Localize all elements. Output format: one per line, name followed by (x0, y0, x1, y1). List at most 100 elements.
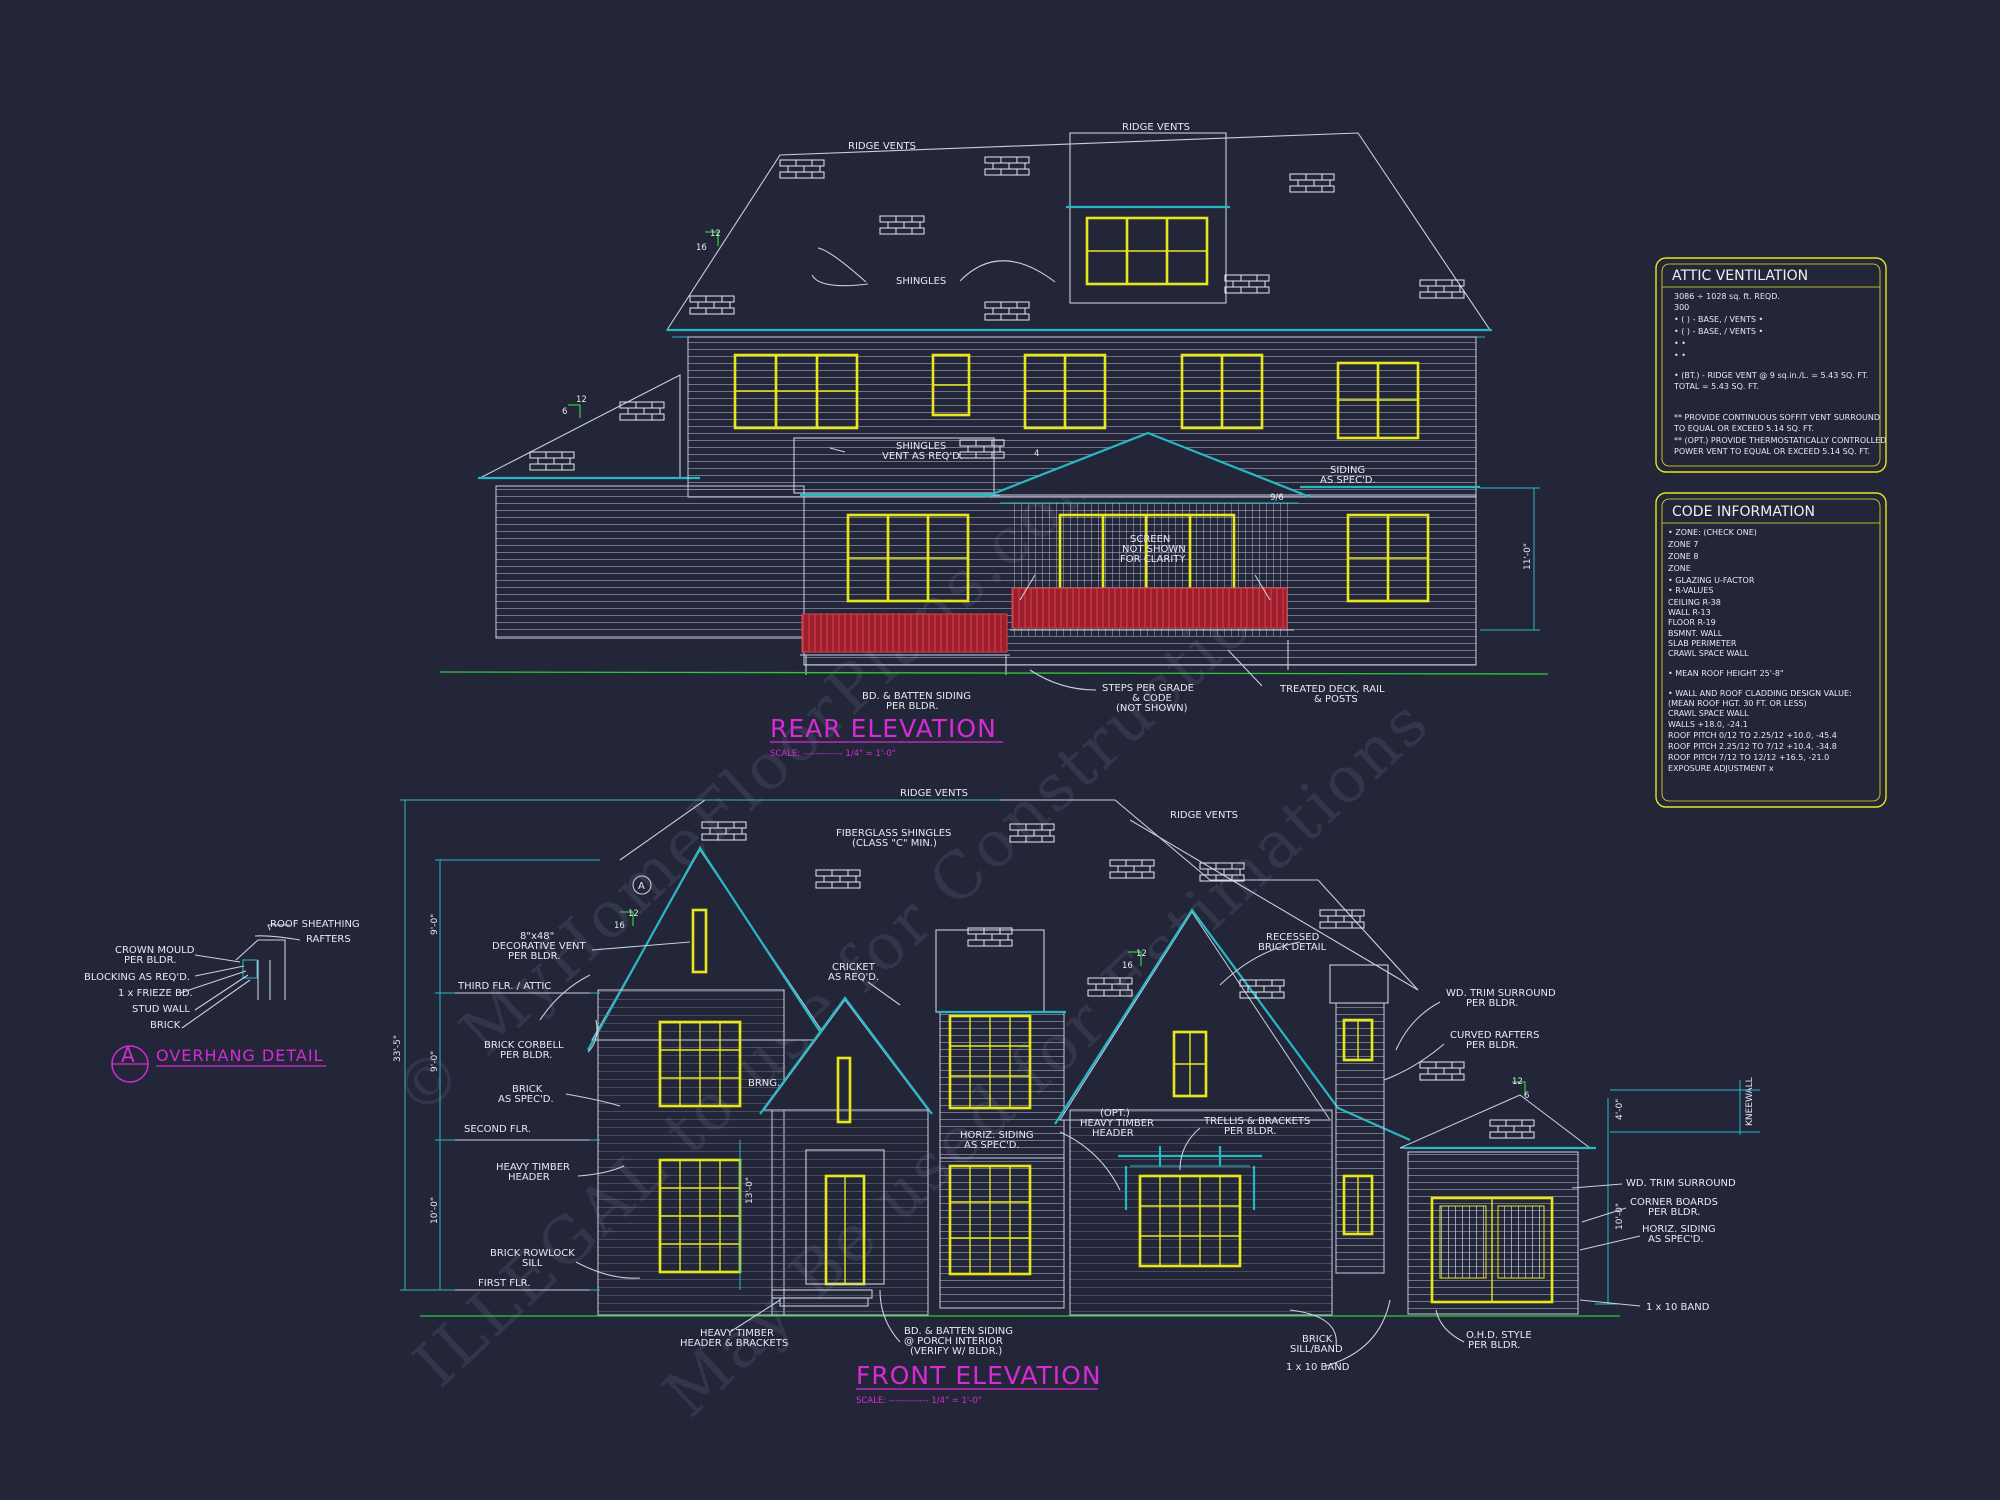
svg-text:CURVED RAFTERS: CURVED RAFTERS (1450, 1030, 1539, 1041)
svg-text:RECESSED: RECESSED (1266, 932, 1320, 943)
svg-text:(MEAN ROOF HGT. 30 FT. OR LESS: (MEAN ROOF HGT. 30 FT. OR LESS) (1668, 699, 1807, 708)
svg-text:• MEAN ROOF HEIGHT 25'-8": • MEAN ROOF HEIGHT 25'-8" (1668, 669, 1784, 678)
svg-text:12: 12 (576, 395, 587, 405)
attic-ventilation-lines: 3086 ÷ 1028 sq. ft. REQD. 300 • ( ) - BA… (1673, 292, 1886, 456)
front-floor-labels: THIRD FLR. / ATTIC SECOND FLR. FIRST FLR… (455, 981, 590, 1291)
svg-text:SIDING: SIDING (1330, 465, 1365, 476)
svg-text:PER BLDR.: PER BLDR. (1648, 1207, 1700, 1218)
svg-text:4'-0": 4'-0" (1615, 1099, 1625, 1120)
svg-text:1 x 10 BAND: 1 x 10 BAND (1286, 1362, 1350, 1373)
rear-main-roof (665, 132, 1492, 331)
svg-text:4: 4 (1034, 449, 1039, 459)
svg-text:10'-0": 10'-0" (430, 1197, 440, 1224)
svg-text:WALLS: WALLS +18.0, -24.1 (1668, 720, 1748, 729)
svg-text:6: 6 (1524, 1091, 1529, 1101)
svg-text:1 x 10 BAND: 1 x 10 BAND (1646, 1302, 1710, 1313)
svg-text:A: A (121, 1043, 136, 1067)
svg-text:TOTAL = 5.43 SQ. FT.: TOTAL = 5.43 SQ. FT. (1673, 382, 1759, 391)
overhang-detail-title: OVERHANG DETAIL (156, 1046, 323, 1065)
rear-deck-rail-left (801, 613, 1008, 653)
svg-text:EXPOSURE ADJUSTMENT x: EXPOSURE ADJUSTMENT x (1668, 764, 1774, 773)
rear-labels: RIDGE VENTS RIDGE VENTS SHINGLES SHINGLE… (848, 122, 1385, 714)
svg-text:6: 6 (562, 407, 567, 417)
svg-text:12: 12 (710, 229, 721, 239)
front-roof-outline (619, 799, 1419, 991)
svg-text:FIBERGLASS SHINGLES: FIBERGLASS SHINGLES (836, 828, 951, 839)
front-garage-wall (1407, 1151, 1579, 1315)
svg-text:RIDGE VENTS: RIDGE VENTS (900, 788, 968, 799)
svg-text:PER BLDR.: PER BLDR. (508, 951, 560, 962)
svg-text:AS SPEC'D.: AS SPEC'D. (1648, 1234, 1704, 1245)
code-information-title: CODE INFORMATION (1672, 504, 1815, 520)
svg-text:• R-VALUES: • R-VALUES (1668, 586, 1713, 595)
svg-text:SILL/BAND: SILL/BAND (1290, 1344, 1343, 1355)
svg-text:HEAVY TIMBER: HEAVY TIMBER (1080, 1118, 1154, 1129)
svg-text:12: 12 (1136, 949, 1147, 959)
svg-text:•: • • (1674, 339, 1686, 348)
svg-text:CEILING R-: CEILING R-38 (1668, 598, 1721, 607)
svg-text:BRNG.: BRNG. (748, 1078, 780, 1089)
attic-ventilation-title: ATTIC VENTILATION (1672, 268, 1808, 284)
svg-text:RIDGE VENTS: RIDGE VENTS (848, 141, 916, 152)
rear-garage-wing (495, 485, 805, 639)
svg-text:WALL R: WALL R-13 (1668, 608, 1711, 617)
svg-text:SECOND FLR.: SECOND FLR. (464, 1124, 531, 1135)
svg-text:O.H.D. STYLE: O.H.D. STYLE (1466, 1330, 1532, 1341)
svg-text:CRAWL SPACE WALL: CRAWL SPACE WALL (1668, 649, 1749, 658)
svg-text:CRICKET: CRICKET (832, 962, 876, 973)
svg-text:BRICK DETAIL: BRICK DETAIL (1258, 942, 1327, 953)
front-labels: RIDGE VENTS RIDGE VENTS FIBERGLASS SHING… (484, 788, 1736, 1373)
svg-text:SCALE: ------------- 1/4" = 1': SCALE: ------------- 1/4" = 1'-0" (856, 1396, 982, 1406)
svg-text:3086 ÷ 1028 sq. ft. REQD.: 3086 ÷ 1028 sq. ft. REQD. (1674, 292, 1780, 301)
rear-deck-rail-right (1011, 587, 1288, 629)
svg-text:NOT SHOWN: NOT SHOWN (1122, 544, 1186, 555)
svg-text:** (OPT.) PROVIDE THERMOSTATIC: ** (OPT.) PROVIDE THERMOSTATICALLY CONTR… (1674, 436, 1886, 445)
svg-text:CRAWL SPACE WALL: CRAWL SPACE WALL (1668, 709, 1749, 718)
rear-dormer (1069, 132, 1227, 304)
svg-text:• ( ) - BASE,: • ( ) - BASE, / VENTS • (1674, 315, 1763, 324)
rear-upper-windows (733, 353, 1420, 440)
svg-text:STEPS PER GRADE: STEPS PER GRADE (1102, 683, 1194, 694)
svg-text:ROOF SHEATHING: ROOF SHEATHING (270, 919, 360, 930)
svg-text:SLAB PERIMETER: SLAB PERIMETER (1668, 639, 1737, 648)
svg-text:TRELLIS & BRACKETS: TRELLIS & BRACKETS (1203, 1116, 1310, 1127)
svg-text:• GLAZING U-FACTOR: • GLAZING U-FACTOR (1668, 576, 1755, 585)
svg-text:FLOOR R-: FLOOR R-19 (1668, 618, 1716, 627)
svg-text:BD. & BATTEN SIDING: BD. & BATTEN SIDING (904, 1326, 1013, 1337)
front-decorative-vent (691, 908, 708, 974)
svg-text:PER BLDR.: PER BLDR. (124, 955, 176, 966)
overhang-detail: ROOF SHEATHING RAFTERS CROWN MOULD PER B… (84, 919, 360, 1083)
svg-text:SILL: SILL (522, 1258, 543, 1269)
svg-text:(OPT.): (OPT.) (1100, 1108, 1130, 1119)
svg-text:HEADER: HEADER (508, 1172, 550, 1183)
svg-text:STUD WALL: STUD WALL (132, 1004, 190, 1015)
svg-text:AS SPEC'D.: AS SPEC'D. (498, 1094, 554, 1105)
svg-text:SCALE: ------------- 1/4" = 1': SCALE: ------------- 1/4" = 1'-0" (770, 749, 896, 759)
svg-text:THIRD FLR. / ATTIC: THIRD FLR. / ATTIC (457, 981, 551, 992)
svg-text:VENT AS REQ'D.: VENT AS REQ'D. (882, 451, 963, 462)
svg-text:12: 12 (1512, 1077, 1523, 1087)
svg-text:ZONE 8: ZONE 8 (1668, 552, 1698, 561)
svg-text:11'-0": 11'-0" (1523, 543, 1533, 570)
svg-text:(CLASS "C" MIN.): (CLASS "C" MIN.) (852, 838, 937, 849)
svg-text:A: A (638, 881, 645, 892)
svg-text:** PROVIDE CONTINUOUS SOFFIT V: ** PROVIDE CONTINUOUS SOFFIT VENT SURROU… (1674, 413, 1880, 422)
svg-text:BRICK ROWLOCK: BRICK ROWLOCK (490, 1248, 575, 1259)
svg-text:13'-0": 13'-0" (745, 1177, 755, 1204)
svg-text:FIRST FLR.: FIRST FLR. (478, 1278, 530, 1289)
svg-text:ROOF PITCH 2.25/12 TO 7/12 +: ROOF PITCH 2.25/12 TO 7/12 +10.4, -34.8 (1668, 742, 1837, 751)
front-windows (658, 908, 1374, 1286)
code-information-box: CODE INFORMATION • ZONE: (CHECK ONE) ZON… (1655, 492, 1887, 808)
front-elevation: 9'-0" 9'-0" 10'-0" 33'-5" 13'-0" 4'-0" 1… (393, 788, 1760, 1406)
svg-text:KNEEWALL: KNEEWALL (1745, 1077, 1755, 1126)
svg-text:POWER VENT TO EQUAL OR EXCEED: POWER VENT TO EQUAL OR EXCEED 5.14 SQ. F… (1674, 447, 1870, 456)
rear-side-roof (479, 374, 681, 479)
svg-text:ZONE 7: ZONE 7 (1668, 540, 1698, 549)
svg-text:BRICK: BRICK (1302, 1334, 1333, 1345)
svg-text:@ PORCH INTERIOR: @ PORCH INTERIOR (904, 1336, 1003, 1347)
svg-text:16: 16 (1122, 961, 1133, 971)
svg-text:•: • • (1674, 351, 1686, 360)
front-left-brick-wall (597, 989, 785, 1316)
svg-text:• WALL AND ROOF CLADDING DESIG: • WALL AND ROOF CLADDING DESIGN VALUE: (1668, 689, 1852, 698)
